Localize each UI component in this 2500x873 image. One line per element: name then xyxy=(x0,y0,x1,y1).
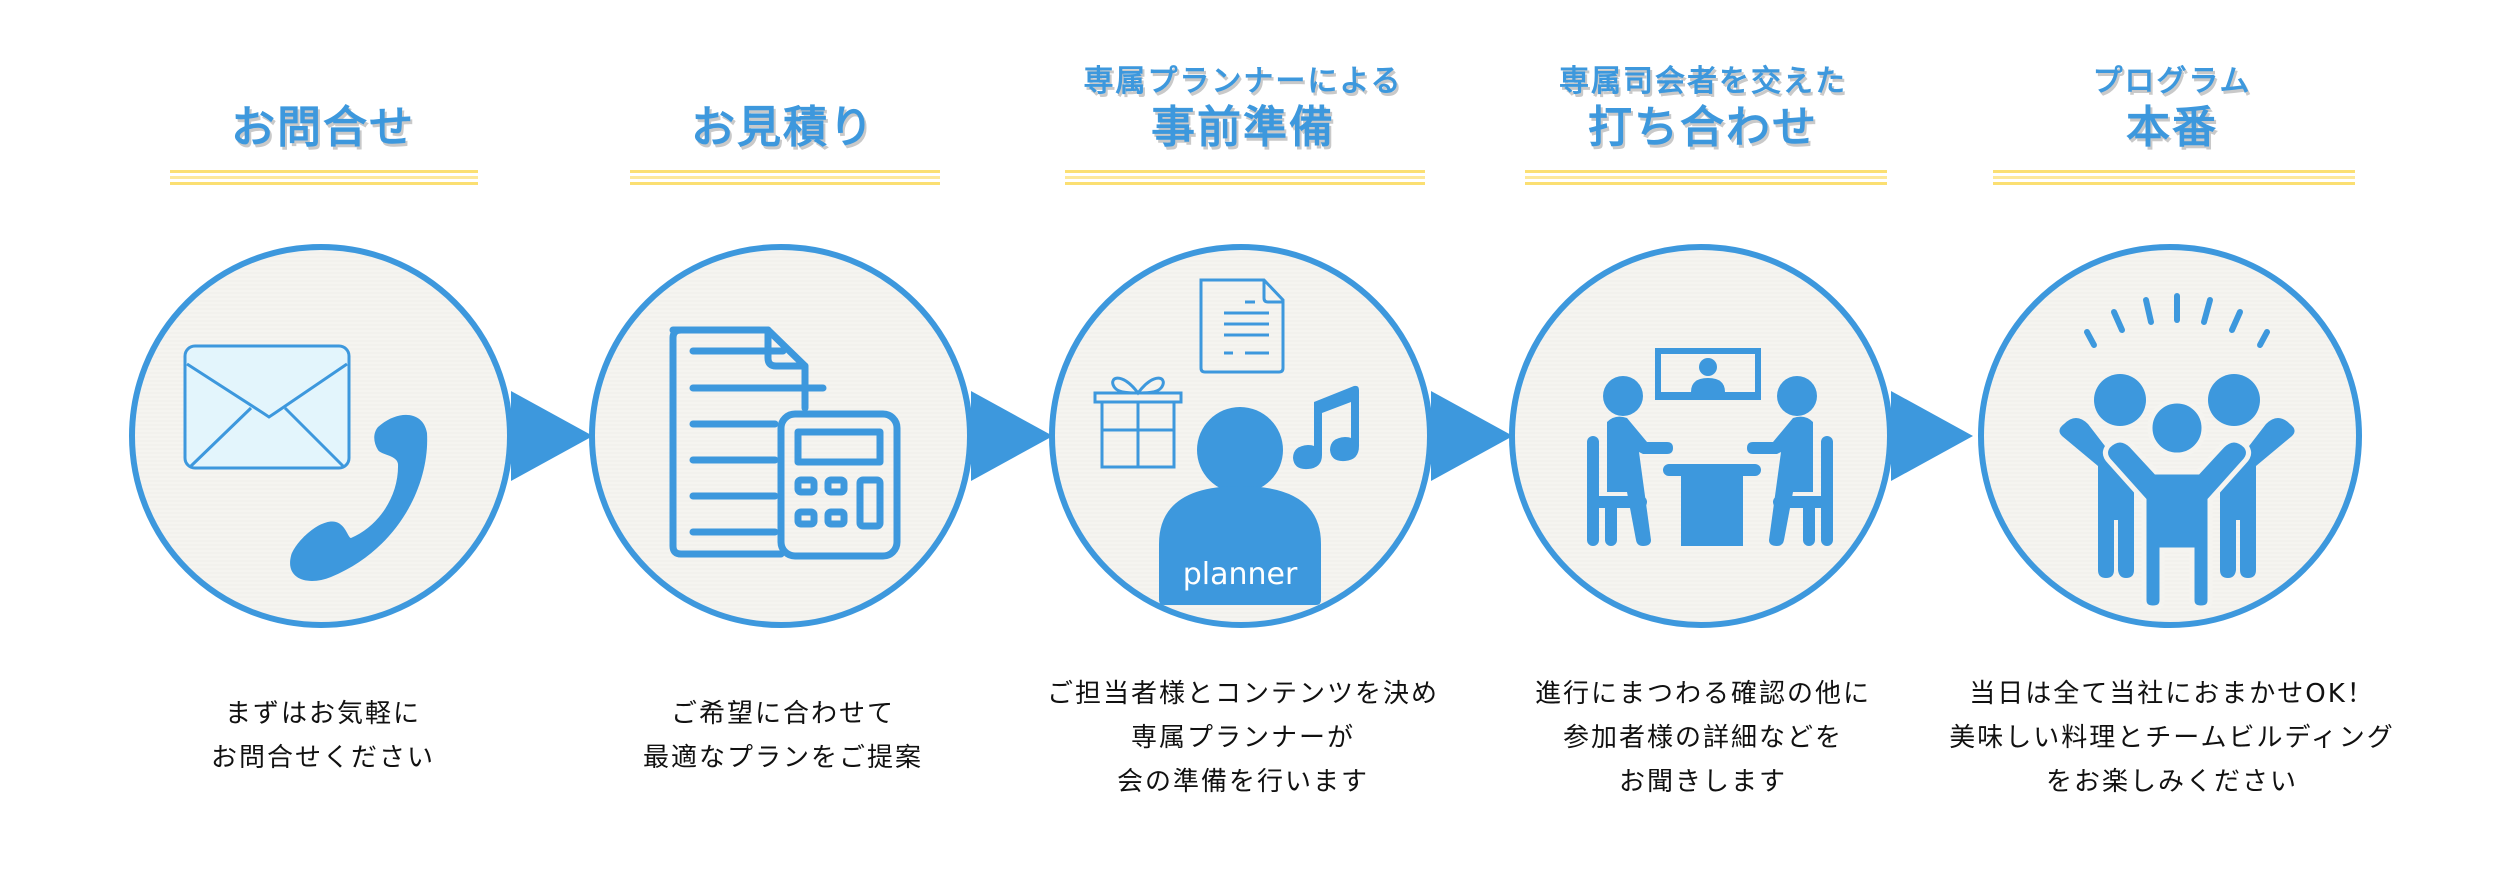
description-line: 最適なプランをご提案 xyxy=(642,743,923,773)
phone-icon xyxy=(290,414,428,581)
step-description: まずはお気軽に お問合せください xyxy=(53,692,593,780)
description-line: 専属プランナーが xyxy=(1130,723,1355,753)
planner-label: planner xyxy=(1183,557,1298,592)
step-icon-circle xyxy=(589,244,973,628)
celebrating-people-icon xyxy=(2059,293,2295,611)
step-title: お問合せ xyxy=(231,102,415,153)
meeting-icon xyxy=(1587,348,1833,546)
person-left-icon xyxy=(1587,376,1673,546)
step-meeting: 専属司会者を交えた 打ち合わせ xyxy=(1473,0,1973,873)
step-title: お見積り xyxy=(691,102,875,153)
step-title: 事前準備 xyxy=(1151,102,1335,153)
description-line: 美味しい料理とチームビルディング xyxy=(1949,723,2395,753)
next-arrow xyxy=(971,391,1053,481)
step-heading: 専属司会者を交えた 打ち合わせ xyxy=(1473,64,1933,156)
step-icon-circle: planner xyxy=(1049,244,1433,628)
envelope-and-phone-icon xyxy=(183,344,428,581)
step-description: ご担当者様とコンテンツを決め 専属プランナーが 会の準備を行います xyxy=(973,672,1513,804)
step-icon-circle xyxy=(1509,244,1893,628)
document-icon xyxy=(1199,278,1285,374)
screen-icon xyxy=(1655,348,1761,400)
step-heading: お問合せ xyxy=(93,100,553,156)
description-line: 当日は全て当社におまかせOK！ xyxy=(1969,679,2375,709)
description-line: をお楽しみください xyxy=(2045,767,2298,797)
step-icon-circle xyxy=(129,244,513,628)
heading-underline xyxy=(1065,170,1425,186)
description-line: 進行にまつわる確認の他に xyxy=(1534,679,1871,709)
document-calculator-icon xyxy=(669,326,901,560)
step-description: 当日は全て当社におまかせOK！ 美味しい料理とチームビルディング をお楽しみくだ… xyxy=(1902,672,2442,804)
next-arrow xyxy=(511,391,593,481)
description-line: まずはお気軽に xyxy=(224,699,421,729)
heading-underline xyxy=(1525,170,1887,186)
music-note-icon xyxy=(1293,385,1359,470)
person-icon xyxy=(1159,407,1321,605)
step-estimate: お見積り ご希望に合わせて 最 xyxy=(553,0,1053,873)
step-event-day: プログラム 本番 xyxy=(1942,0,2402,873)
step-title: 本番 xyxy=(2126,102,2218,153)
burst-lines-icon xyxy=(2084,293,2270,348)
step-description: ご希望に合わせて 最適なプランをご提案 xyxy=(513,692,1053,780)
envelope-icon xyxy=(183,344,351,470)
table-icon xyxy=(1663,464,1761,546)
step-icon-circle xyxy=(1978,244,2362,628)
description-line: お聞きします xyxy=(1618,767,1787,797)
step-heading: お見積り xyxy=(553,100,1013,156)
description-line: ご担当者様とコンテンツを決め xyxy=(1046,679,1439,709)
person-right-icon xyxy=(1747,376,1833,546)
next-arrow xyxy=(1431,391,1513,481)
description-line: お問合せください xyxy=(210,743,435,773)
heading-underline xyxy=(630,170,940,186)
description-line: 会の準備を行います xyxy=(1116,767,1369,797)
step-subtitle: 専属プランナーによる xyxy=(1083,64,1403,99)
heading-underline xyxy=(1993,170,2355,186)
description-line: ご希望に合わせて xyxy=(670,699,895,729)
heading-underline xyxy=(170,170,478,186)
step-inquiry: お問合せ まずはお気軽に お問合せください xyxy=(93,0,593,873)
gift-icon xyxy=(1093,376,1183,469)
next-arrow xyxy=(1891,391,1973,481)
step-subtitle: プログラム xyxy=(2092,64,2252,99)
planner-icon: planner xyxy=(1093,278,1359,605)
step-subtitle: 専属司会者を交えた xyxy=(1559,64,1847,99)
step-heading: プログラム 本番 xyxy=(1942,64,2402,156)
step-heading: 専属プランナーによる 事前準備 xyxy=(1013,64,1473,156)
description-line: 参加者様の詳細などを xyxy=(1562,723,1843,753)
step-preparation: 専属プランナーによる 事前準備 xyxy=(1013,0,1513,873)
step-title: 打ち合わせ xyxy=(1588,102,1818,153)
step-description: 進行にまつわる確認の他に 参加者様の詳細などを お聞きします xyxy=(1433,672,1973,804)
